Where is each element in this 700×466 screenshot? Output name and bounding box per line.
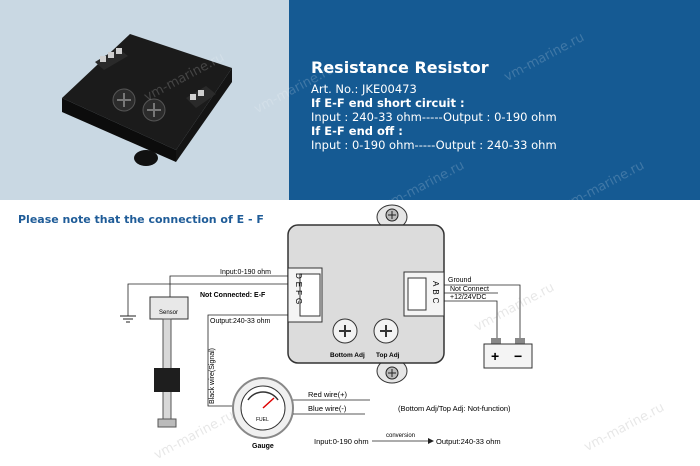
conversion-output: Output:240-33 ohm bbox=[436, 437, 501, 446]
power-label: +12/24VDC bbox=[450, 294, 486, 301]
gauge-label: Gauge bbox=[252, 443, 274, 450]
adj-note: (Bottom Adj/Top Adj: Not-function) bbox=[398, 404, 511, 413]
right-terminal-labels: ABC bbox=[431, 281, 440, 306]
wiring-diagram: DEFG ABC Bottom Adj Top Adj Input:0-190 … bbox=[120, 204, 533, 450]
not-connect-label: Not Connect bbox=[450, 286, 489, 293]
sensor-label: Sensor bbox=[159, 310, 178, 316]
blue-wire-label: Blue wire(-) bbox=[308, 404, 347, 413]
product-photo-drawing bbox=[62, 34, 232, 166]
battery-plus: + bbox=[491, 348, 499, 364]
connection-note: Please note that the connection of E - F bbox=[18, 213, 264, 226]
ground-wire-right bbox=[444, 284, 521, 338]
fuel-sensor: Sensor bbox=[149, 296, 189, 428]
product-info-panel: Resistance Resistor Art. No.: JKE00473 I… bbox=[289, 0, 700, 200]
fuel-gauge: FUEL Gauge bbox=[232, 377, 294, 450]
mount-tab-bottom bbox=[376, 358, 408, 384]
left-terminal-block: DEFG bbox=[287, 267, 323, 323]
conversion-input: Input:0-190 ohm bbox=[314, 437, 369, 446]
header-banner: Resistance Resistor Art. No.: JKE00473 I… bbox=[0, 0, 700, 213]
short-circuit-detail: Input : 240-33 ohm-----Output : 0-190 oh… bbox=[311, 110, 557, 124]
input-wire bbox=[169, 275, 288, 297]
red-wire-label: Red wire(+) bbox=[308, 390, 347, 399]
product-title: Resistance Resistor bbox=[311, 58, 489, 77]
conversion-arrowhead bbox=[428, 438, 434, 444]
output-label: Output:240-33 ohm bbox=[210, 318, 270, 325]
art-number: Art. No.: JKE00473 bbox=[311, 82, 417, 96]
black-wire-label: Black wire(Signal) bbox=[209, 348, 216, 404]
output-wire bbox=[207, 314, 288, 407]
battery: + − bbox=[483, 338, 533, 369]
left-terminal-labels: DEFG bbox=[294, 273, 303, 307]
battery-minus: − bbox=[514, 348, 522, 364]
not-connected-label: Not Connected: E-F bbox=[200, 292, 266, 299]
off-detail: Input : 0-190 ohm-----Output : 240-33 oh… bbox=[311, 138, 557, 152]
product-photo bbox=[0, 0, 289, 200]
ground-wire-left bbox=[127, 283, 288, 316]
power-wire bbox=[444, 300, 498, 338]
input-label: Input:0-190 ohm bbox=[220, 269, 271, 276]
top-adj-label: Top Adj bbox=[376, 352, 400, 359]
conversion-label: conversion bbox=[386, 433, 415, 439]
top-adj-screw bbox=[373, 318, 399, 344]
bottom-adj-screw bbox=[332, 318, 358, 344]
ground-symbol-left bbox=[120, 315, 136, 323]
bottom-adj-label: Bottom Adj bbox=[330, 352, 365, 359]
off-heading: If E-F end off : bbox=[311, 124, 403, 138]
mount-tab-top bbox=[376, 204, 408, 230]
right-terminal-block: ABC bbox=[403, 271, 445, 317]
ground-label: Ground bbox=[448, 277, 471, 284]
gauge-face-label: FUEL bbox=[256, 417, 269, 423]
short-circuit-heading: If E-F end short circuit : bbox=[311, 96, 465, 110]
